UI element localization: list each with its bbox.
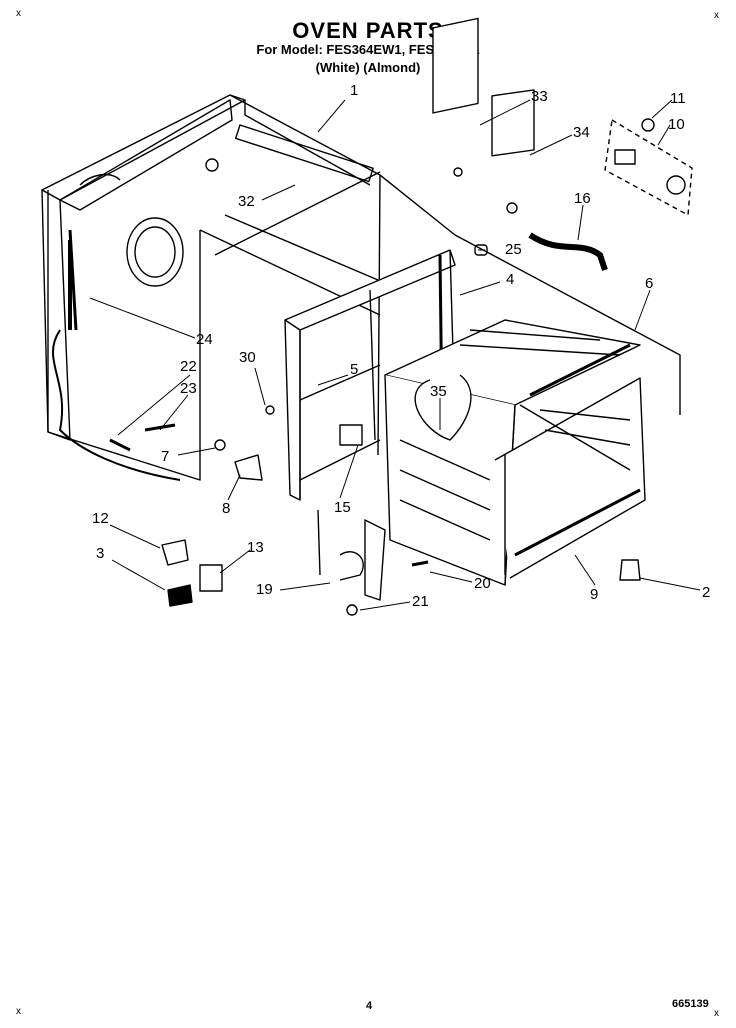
callout-7: 7	[161, 448, 169, 465]
callout-13: 13	[247, 539, 264, 556]
callout-12: 12	[92, 510, 109, 527]
callout-1: 1	[350, 82, 358, 99]
callout-8: 8	[222, 500, 230, 517]
callout-21: 21	[412, 593, 429, 610]
callout-33: 33	[531, 88, 548, 105]
callout-19: 19	[256, 581, 273, 598]
callout-4: 4	[506, 271, 514, 288]
callout-23: 23	[180, 380, 197, 397]
callout-35: 35	[430, 383, 447, 400]
color-line: (White) (Almond)	[315, 60, 421, 75]
callout-16: 16	[574, 190, 591, 207]
corner-mark-bottom-right: x	[714, 1008, 719, 1019]
callout-6: 6	[645, 275, 653, 292]
callout-24: 24	[196, 331, 213, 348]
corner-mark-top-right: x	[714, 10, 719, 21]
model-line: For Model: FES364EW1, FES364EL1	[256, 42, 480, 57]
callout-25: 25	[505, 241, 522, 258]
corner-mark-bottom-left: x	[16, 1006, 21, 1017]
corner-mark-top-left: x	[16, 8, 21, 19]
callout-22: 22	[180, 358, 197, 375]
callout-9: 9	[590, 586, 598, 603]
callout-30: 30	[239, 349, 256, 366]
callout-15: 15	[334, 499, 351, 516]
callout-3: 3	[96, 545, 104, 562]
diagram-code: 665139	[672, 998, 709, 1010]
callout-20: 20	[474, 575, 491, 592]
callout-2: 2	[702, 584, 710, 601]
title: OVEN PARTS	[292, 18, 444, 43]
callout-10: 10	[668, 116, 685, 133]
oven-liner	[384, 319, 646, 586]
callout-32: 32	[238, 193, 255, 210]
callout-5: 5	[350, 361, 358, 378]
page-number: 4	[366, 1000, 373, 1012]
callout-11: 11	[670, 90, 686, 107]
callout-34: 34	[573, 124, 590, 141]
oven-frame	[41, 94, 456, 481]
